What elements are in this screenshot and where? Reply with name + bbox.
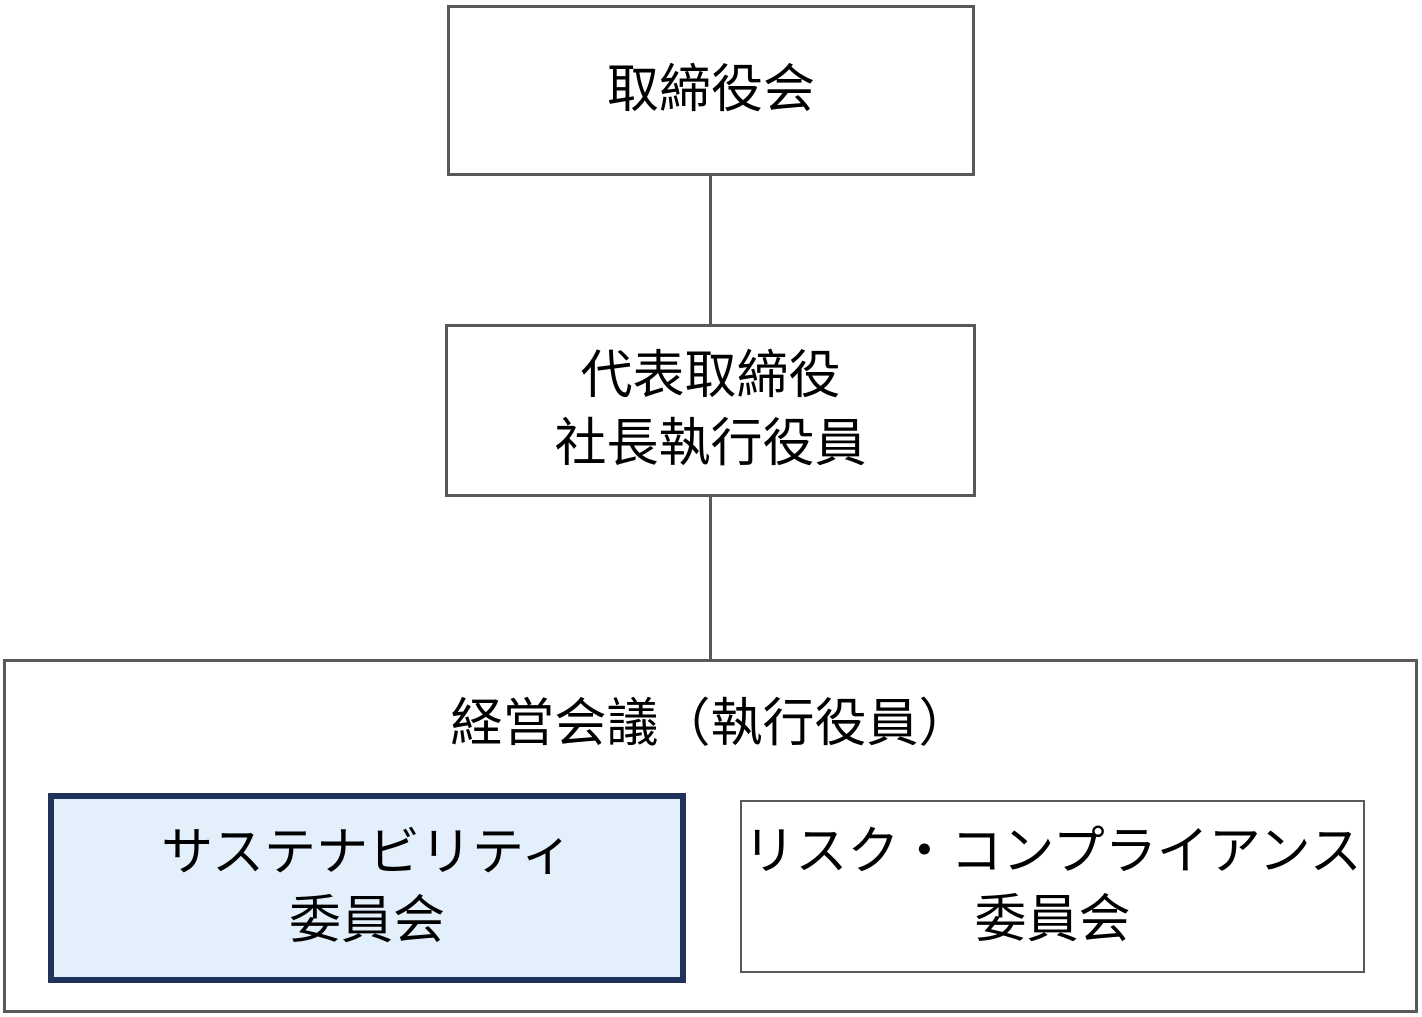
node-label-line2: 社長執行役員	[554, 414, 867, 473]
connector-board-to-president	[709, 176, 712, 326]
node-label-line1: リスク・コンプライアンス	[743, 822, 1362, 881]
node-sustainability-committee: サステナビリティ 委員会	[48, 793, 686, 983]
node-board-of-directors: 取締役会	[447, 5, 975, 176]
node-label-line2: 委員会	[974, 890, 1131, 949]
node-label-line1: 代表取締役	[580, 346, 841, 405]
node-label: 取締役会	[606, 60, 815, 119]
node-president-executive: 代表取締役 社長執行役員	[445, 324, 976, 497]
node-management-meeting: 経営会議（執行役員） サステナビリティ 委員会 リスク・コンプライアンス 委員会	[3, 659, 1418, 1013]
management-meeting-title: 経営会議（執行役員）	[450, 695, 971, 753]
node-label-line2: 委員会	[288, 892, 445, 950]
connector-president-to-management	[709, 495, 712, 661]
node-risk-compliance-committee: リスク・コンプライアンス 委員会	[740, 800, 1365, 973]
node-label-line1: サステナビリティ	[161, 824, 573, 883]
